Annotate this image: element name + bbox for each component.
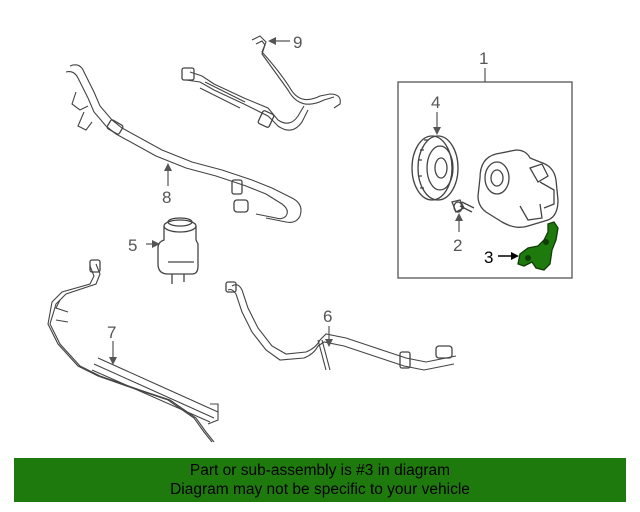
callout-7: 7	[107, 323, 117, 365]
parts-diagram: 9 8 5 7	[47, 33, 573, 443]
banner-line-2: Diagram may not be specific to your vehi…	[170, 481, 470, 498]
svg-text:2: 2	[453, 236, 462, 255]
info-banner: Part or sub-assembly is #3 in diagram Di…	[14, 458, 626, 502]
svg-text:4: 4	[431, 93, 440, 112]
pulley-part-4[interactable]	[411, 135, 459, 201]
svg-text:7: 7	[107, 323, 116, 342]
reservoir-part-5[interactable]	[157, 217, 199, 284]
svg-text:1: 1	[479, 49, 488, 68]
callout-4: 4	[431, 93, 441, 135]
svg-text:6: 6	[323, 307, 332, 326]
callout-1: 1	[479, 49, 488, 82]
callout-8: 8	[162, 163, 172, 207]
svg-text:8: 8	[162, 188, 171, 207]
svg-text:5: 5	[128, 236, 137, 255]
svg-text:3: 3	[484, 248, 493, 267]
callout-5: 5	[128, 236, 160, 255]
cooler-part-7[interactable]	[47, 259, 219, 443]
bracket-part-3-highlighted[interactable]	[517, 221, 559, 271]
pressure-hose-part-9[interactable]	[181, 35, 341, 131]
callout-9: 9	[268, 33, 302, 52]
return-line-part-8[interactable]	[65, 64, 302, 223]
hose-part-6[interactable]	[225, 281, 457, 371]
callout-2: 2	[453, 213, 463, 255]
banner-line-1: Part or sub-assembly is #3 in diagram	[189, 462, 451, 479]
bolt-part-2[interactable]	[451, 199, 475, 213]
svg-text:9: 9	[293, 33, 302, 52]
callout-3: 3	[484, 248, 519, 267]
callout-6: 6	[323, 307, 333, 347]
pump-body[interactable]	[477, 149, 559, 228]
